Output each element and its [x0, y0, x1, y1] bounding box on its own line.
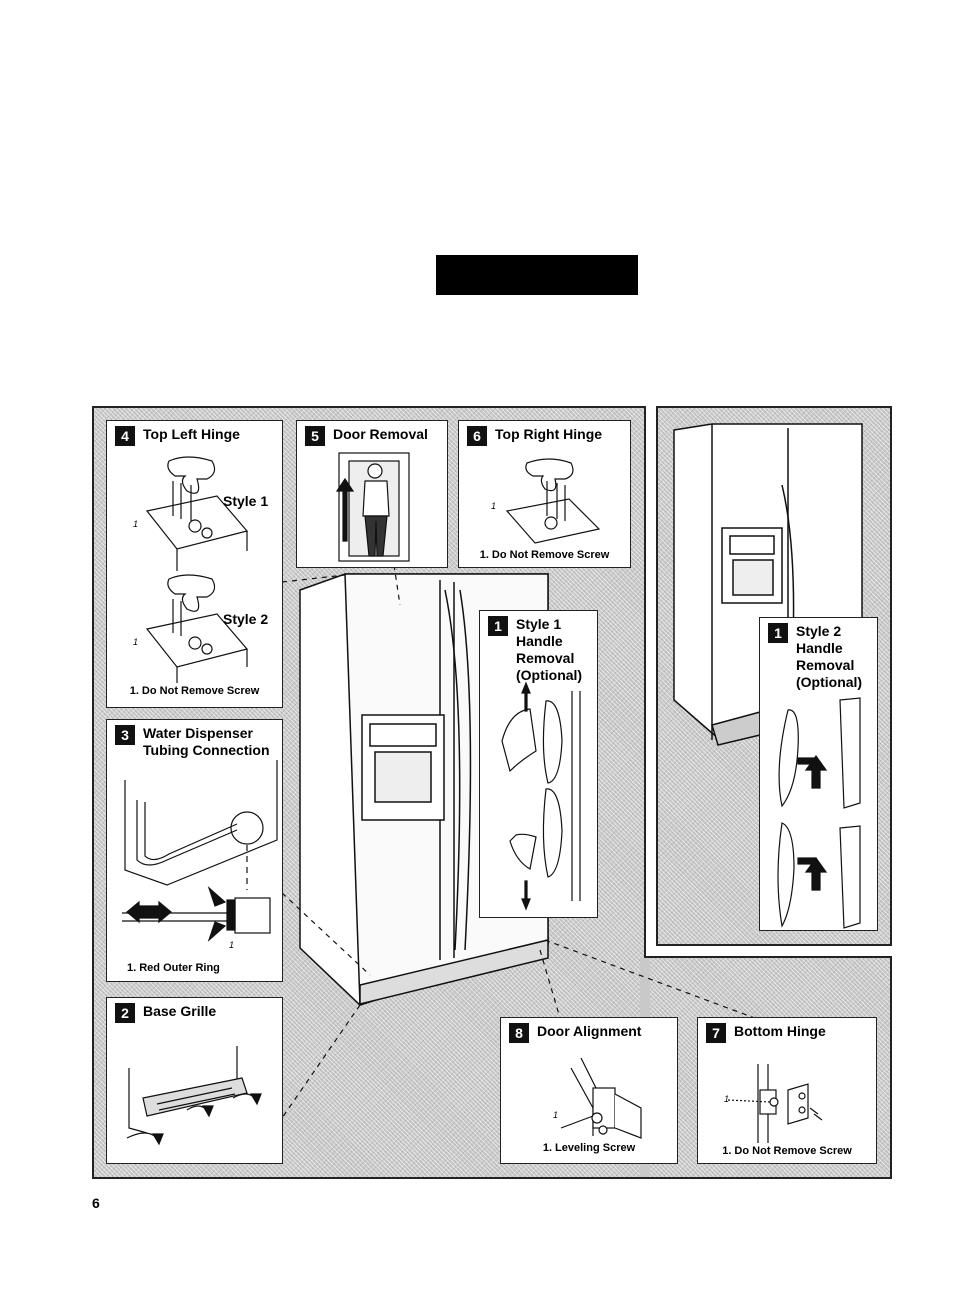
panel-style1-handle-removal: 1 Style 1 Handle Removal (Optional) [479, 610, 598, 918]
hinge-style1-icon [145, 456, 249, 571]
bottom-hinge-icon [727, 1064, 823, 1143]
panel-title: Top Right Hinge [495, 426, 603, 442]
callout-number: 1 [133, 637, 139, 647]
callout-number: 1 [724, 1094, 730, 1104]
panel-style2-handle-removal: 1 Style 2 Handle Removal (Optional) [759, 617, 878, 931]
style2-label: Style 2 [223, 611, 269, 627]
step-number-badge: 6 [467, 426, 487, 446]
panel-caption: 1. Do Not Remove Screw [722, 1145, 852, 1157]
panel-title: Water Dispenser Tubing Connection [143, 725, 270, 758]
tubing-connection-icon [122, 760, 278, 942]
style1-label: Style 1 [223, 493, 269, 509]
handle-style2-icon [777, 697, 861, 929]
base-grille-icon [126, 1046, 262, 1146]
panel-title: Top Left Hinge [143, 426, 240, 442]
panel-top-left-hinge: 4 Top Left Hinge Style 1 1 Style 2 1 1. … [106, 420, 283, 708]
hinge-style2-icon [145, 574, 249, 683]
panel-door-alignment: 8 Door Alignment 1 1. Leveling Screw [500, 1017, 678, 1164]
panel-title: Base Grille [143, 1003, 217, 1019]
panel-caption: 1. Red Outer Ring [127, 962, 220, 974]
page-number: 6 [92, 1195, 100, 1211]
panel-caption: 1. Leveling Screw [542, 1142, 636, 1154]
header-black-bar [436, 255, 638, 295]
panel-base-grille: 2 Base Grille [106, 997, 283, 1164]
callout-number: 1 [553, 1110, 559, 1120]
hinge-right-icon [505, 458, 601, 544]
panel-title: Style 1 Handle Removal (Optional) [516, 616, 583, 683]
panel-title: Bottom Hinge [734, 1023, 826, 1039]
step-number-badge: 5 [305, 426, 325, 446]
leveling-screw-icon [560, 1057, 642, 1139]
step-number-badge: 8 [509, 1023, 529, 1043]
panel-title: Door Alignment [537, 1023, 642, 1039]
step-number-badge: 1 [768, 623, 788, 643]
step-number-badge: 3 [115, 725, 135, 745]
panel-door-removal: 5 Door Removal [296, 420, 448, 568]
handle-style1-icon [501, 681, 581, 911]
callout-number: 1 [491, 501, 497, 511]
panel-title: Door Removal [333, 426, 428, 442]
panel-water-dispenser-tubing: 3 Water Dispenser Tubing Connection 1 1.… [106, 719, 283, 982]
callout-number: 1 [133, 519, 139, 529]
step-number-badge: 4 [115, 426, 135, 446]
step-number-badge: 7 [706, 1023, 726, 1043]
step-number-badge: 1 [488, 616, 508, 636]
callout-number: 1 [229, 940, 235, 950]
panel-caption: 1. Do Not Remove Screw [129, 685, 260, 697]
panel-bottom-hinge: 7 Bottom Hinge 1 1. Do Not Remove Screw [697, 1017, 877, 1164]
panel-top-right-hinge: 6 Top Right Hinge 1 1. Do Not Remove Scr… [458, 420, 631, 568]
door-removal-person-icon [335, 452, 410, 562]
panel-title: Style 2 Handle Removal (Optional) [796, 623, 863, 690]
step-number-badge: 2 [115, 1003, 135, 1023]
panel-caption: 1. Do Not Remove Screw [479, 549, 610, 561]
